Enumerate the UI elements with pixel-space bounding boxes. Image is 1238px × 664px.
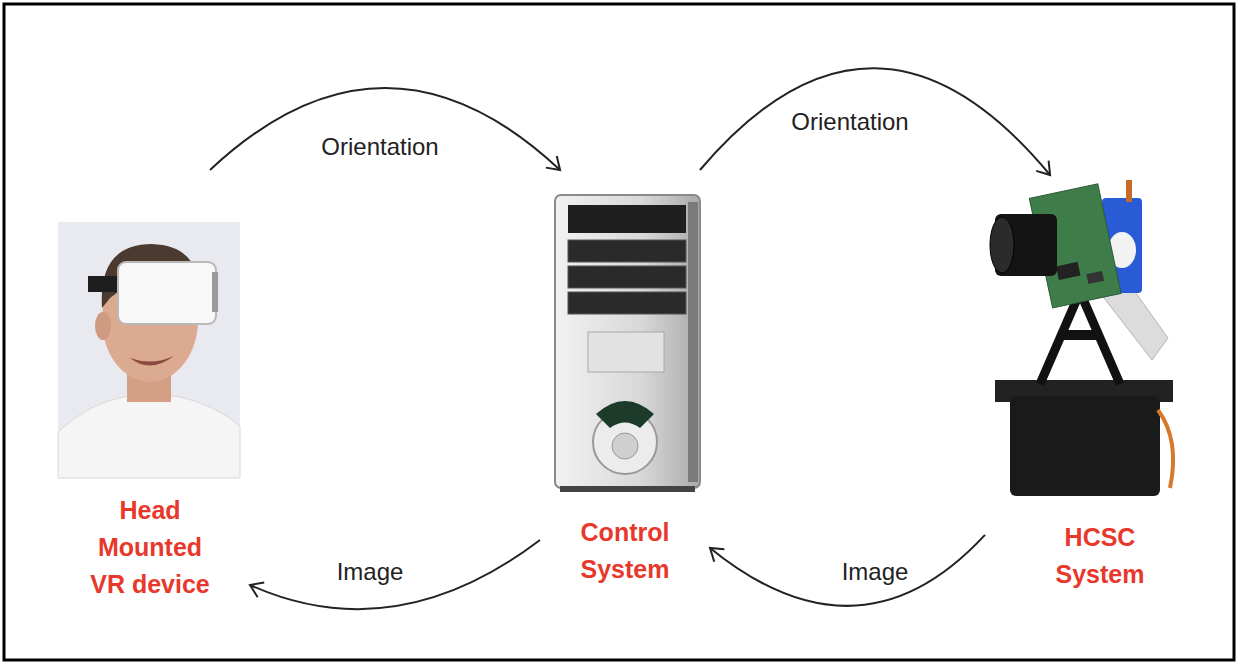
drive-bay (568, 292, 686, 314)
servo-lead (1126, 180, 1132, 202)
front-panel (568, 205, 686, 233)
ear (95, 312, 111, 340)
chip (1086, 271, 1104, 284)
chip (1056, 262, 1080, 280)
mouth (130, 356, 174, 366)
frame-border (4, 4, 1234, 660)
photo-background (58, 222, 240, 478)
shirt (58, 396, 240, 478)
headset (118, 262, 216, 324)
dial-window (596, 401, 654, 428)
node-label: Head Mounted VR device (83, 492, 218, 603)
servo-wire (1158, 410, 1173, 488)
edge-label: Orientation (318, 133, 441, 161)
lens-front (990, 217, 1014, 273)
curved-arrow (210, 88, 560, 170)
node-label: HCSC System (1043, 519, 1158, 593)
system-node: Control System (540, 170, 710, 590)
system-node: Head Mounted VR device (50, 170, 250, 605)
tower-feet (560, 486, 695, 492)
edge-label: Image (334, 558, 407, 586)
tower-body (555, 195, 700, 488)
node-label: Control System (568, 514, 683, 588)
pc-tower (555, 195, 700, 492)
front-door (588, 332, 664, 372)
drive-bay (568, 266, 686, 288)
pan-servo (1010, 396, 1160, 496)
edge-label: Orientation (788, 108, 911, 136)
power-button (612, 433, 638, 459)
curved-arrow (250, 540, 540, 609)
system-node: HCSC System (985, 175, 1215, 595)
drive-bay (568, 240, 686, 262)
curved-arrow (710, 535, 985, 606)
edge-label: Image (839, 558, 912, 586)
curved-arrow (700, 68, 1050, 175)
person-photo (58, 222, 240, 478)
bracket-bar (1060, 330, 1100, 340)
camera-rig (990, 180, 1173, 496)
tower-side (688, 202, 698, 482)
phone-edge (212, 272, 218, 312)
